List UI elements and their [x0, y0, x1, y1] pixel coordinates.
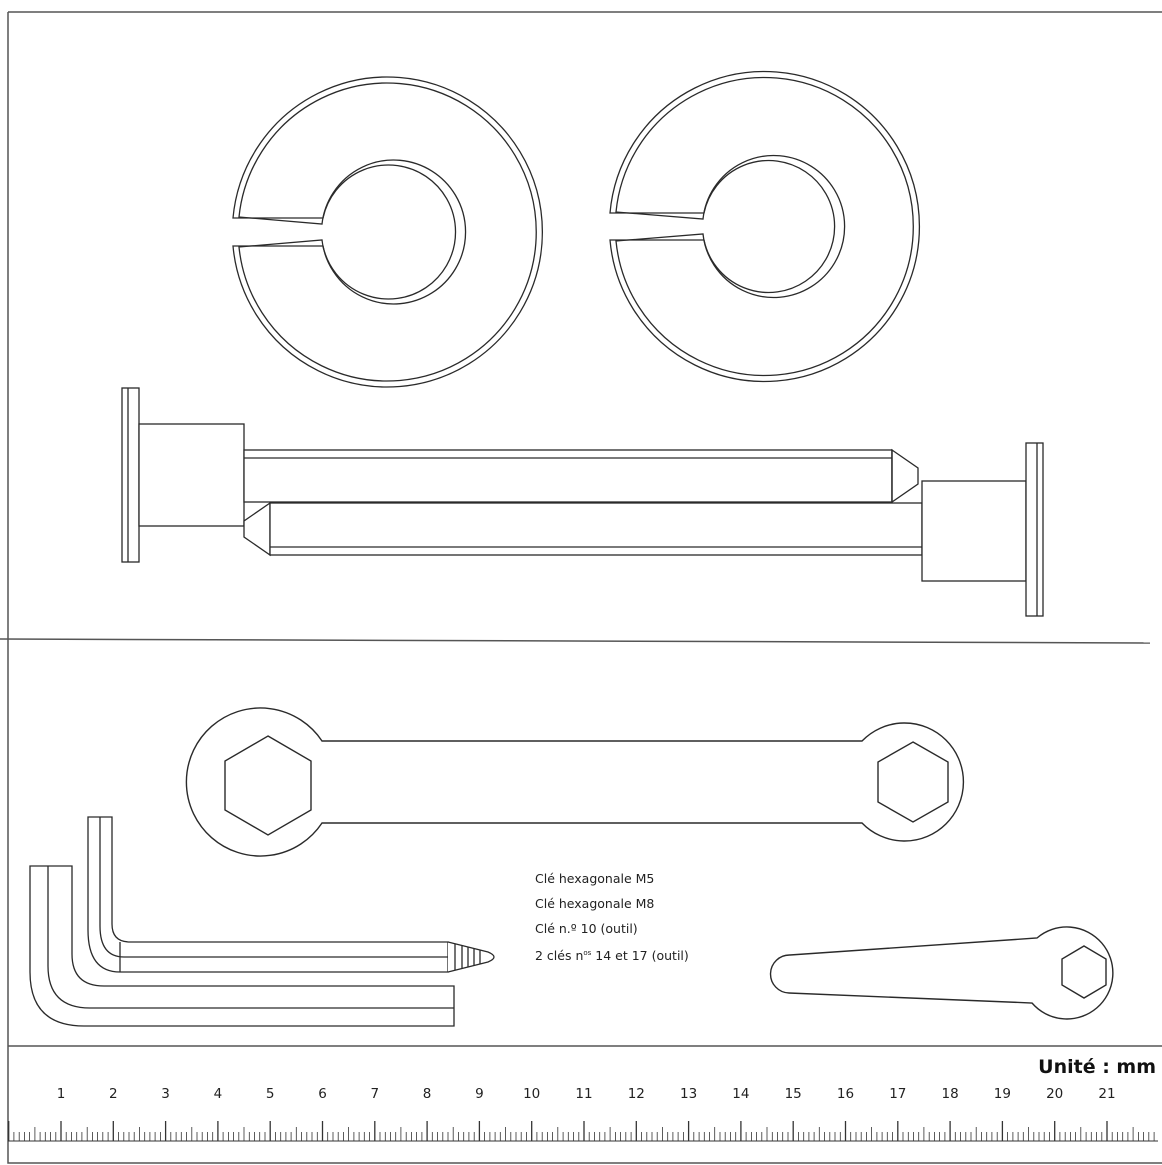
ruler-label-20: 20	[1046, 1086, 1063, 1102]
ruler-label-16: 16	[837, 1086, 854, 1102]
ruler-label-4: 4	[214, 1086, 223, 1102]
pin-right	[243, 442, 1044, 617]
ruler-label-8: 8	[423, 1086, 432, 1102]
ruler-label-12: 12	[628, 1086, 645, 1102]
legend-m8-key: Clé hexagonale M8	[535, 896, 655, 911]
ruler-label-15: 15	[785, 1086, 802, 1102]
pin-left	[121, 387, 919, 563]
double-end-wrench	[185, 707, 965, 857]
ruler-label-18: 18	[942, 1086, 959, 1102]
hex-key-m5	[87, 816, 495, 973]
ruler-label-11: 11	[575, 1086, 592, 1102]
split-ring-right	[609, 70, 921, 383]
legend-line4-pre: 2 clés n	[535, 948, 584, 963]
legend-m5-key: Clé hexagonale M5	[535, 871, 655, 886]
ruler-unit-label: Unité : mm	[1038, 1056, 1156, 1078]
split-ring-left	[232, 76, 544, 388]
ruler-label-9: 9	[475, 1086, 484, 1102]
sheet-frame	[0, 11, 1162, 1164]
legend-keys-14-17: 2 clés nos 14 et 17 (outil)	[535, 941, 689, 968]
ruler-label-5: 5	[266, 1086, 275, 1102]
ruler-label-19: 19	[994, 1086, 1011, 1102]
ruler-label-14: 14	[732, 1086, 749, 1102]
ruler-label-21: 21	[1098, 1086, 1115, 1102]
ruler-label-2: 2	[109, 1086, 118, 1102]
legend-line4-post: 14 et 17 (outil)	[591, 948, 689, 963]
legend-line4-sup: os	[583, 949, 592, 957]
parts-legend: Clé hexagonale M5 Clé hexagonale M8 Clé …	[535, 866, 689, 968]
ruler-label-1: 1	[57, 1086, 66, 1102]
ruler-label-17: 17	[889, 1086, 906, 1102]
ruler-label-10: 10	[523, 1086, 540, 1102]
ruler-label-6: 6	[318, 1086, 327, 1102]
legend-key-10: Clé n.º 10 (outil)	[535, 921, 638, 936]
hex-key-m8	[29, 865, 455, 1027]
ruler-label-3: 3	[161, 1086, 170, 1102]
ruler-label-7: 7	[371, 1086, 380, 1102]
small-spanner	[769, 926, 1114, 1020]
ruler-label-13: 13	[680, 1086, 697, 1102]
